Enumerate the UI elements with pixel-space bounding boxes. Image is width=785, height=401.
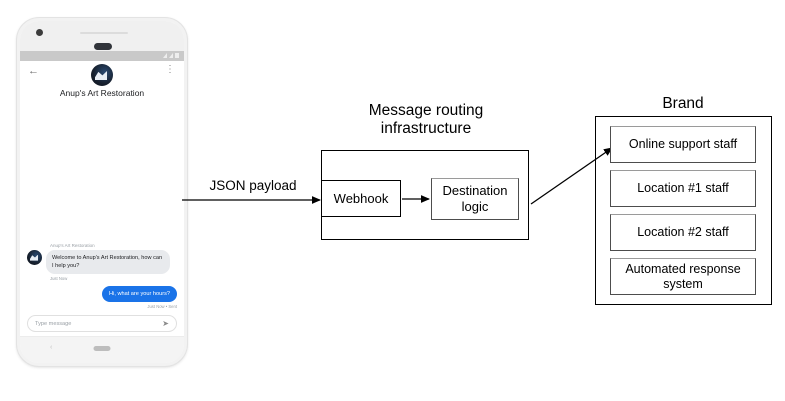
brand-recipient-automated-response-system[interactable]: Automated response system bbox=[610, 258, 756, 295]
send-icon[interactable]: ➤ bbox=[162, 318, 169, 328]
json-payload-label: JSON payload bbox=[209, 178, 297, 193]
destination-logic-node[interactable]: Destination logic bbox=[431, 178, 519, 220]
sensor-line bbox=[80, 32, 128, 34]
brand-container bbox=[595, 116, 772, 305]
brand-recipient-location-2-staff[interactable]: Location #2 staff bbox=[610, 214, 756, 251]
status-icons bbox=[163, 53, 179, 58]
back-arrow-icon[interactable]: ← bbox=[28, 65, 39, 77]
battery-icon bbox=[175, 53, 179, 58]
signal-icon bbox=[163, 53, 167, 58]
overflow-menu-icon[interactable]: ⋮ bbox=[165, 64, 175, 75]
outgoing-message-timestamp: Just Now • Sent bbox=[147, 304, 177, 309]
phone-top-bezel bbox=[20, 21, 184, 51]
earpiece-speaker-icon bbox=[94, 43, 112, 50]
incoming-message-timestamp: Just Now bbox=[50, 275, 68, 281]
webhook-node[interactable]: Webhook bbox=[321, 180, 401, 217]
chat-app-bar: ← ⋮ Anup's Art Restoration bbox=[20, 61, 184, 108]
brand-recipient-online-support-staff[interactable]: Online support staff bbox=[610, 126, 756, 163]
front-camera-icon bbox=[36, 29, 43, 36]
outgoing-message-row: Hi, what are your hours? bbox=[27, 285, 177, 302]
brand-title: Brand bbox=[662, 95, 704, 112]
message-composer[interactable]: Type message ➤ bbox=[27, 315, 177, 332]
message-avatar-icon bbox=[27, 249, 42, 265]
phone-nav-bar: ‹ bbox=[20, 336, 184, 363]
chat-message-list: Anup's Art Restoration Welcome to Anup's… bbox=[20, 243, 184, 311]
nav-back-icon[interactable]: ‹ bbox=[50, 344, 53, 351]
chat-spacer bbox=[20, 108, 184, 243]
message-input-placeholder[interactable]: Type message bbox=[35, 320, 72, 327]
incoming-message-bubble: Welcome to Anup's Art Restoration, how c… bbox=[46, 249, 170, 274]
nav-home-pill-icon[interactable] bbox=[93, 346, 111, 351]
brand-avatar-icon bbox=[91, 64, 113, 86]
phone-screen: ← ⋮ Anup's Art Restoration Anup's Art Re… bbox=[20, 61, 184, 337]
signal-icon-2 bbox=[169, 53, 173, 58]
phone-mockup: ← ⋮ Anup's Art Restoration Anup's Art Re… bbox=[17, 18, 187, 366]
brand-recipient-location-1-staff[interactable]: Location #1 staff bbox=[610, 170, 756, 207]
page-title: Anup's Art Restoration bbox=[59, 88, 145, 98]
incoming-message-row: Welcome to Anup's Art Restoration, how c… bbox=[27, 249, 177, 274]
message-sender-label: Anup's Art Restoration bbox=[50, 242, 95, 248]
routing-infrastructure-title: Message routing infrastructure bbox=[368, 102, 484, 138]
outgoing-message-bubble: Hi, what are your hours? bbox=[102, 285, 177, 302]
phone-status-bar bbox=[20, 51, 184, 61]
